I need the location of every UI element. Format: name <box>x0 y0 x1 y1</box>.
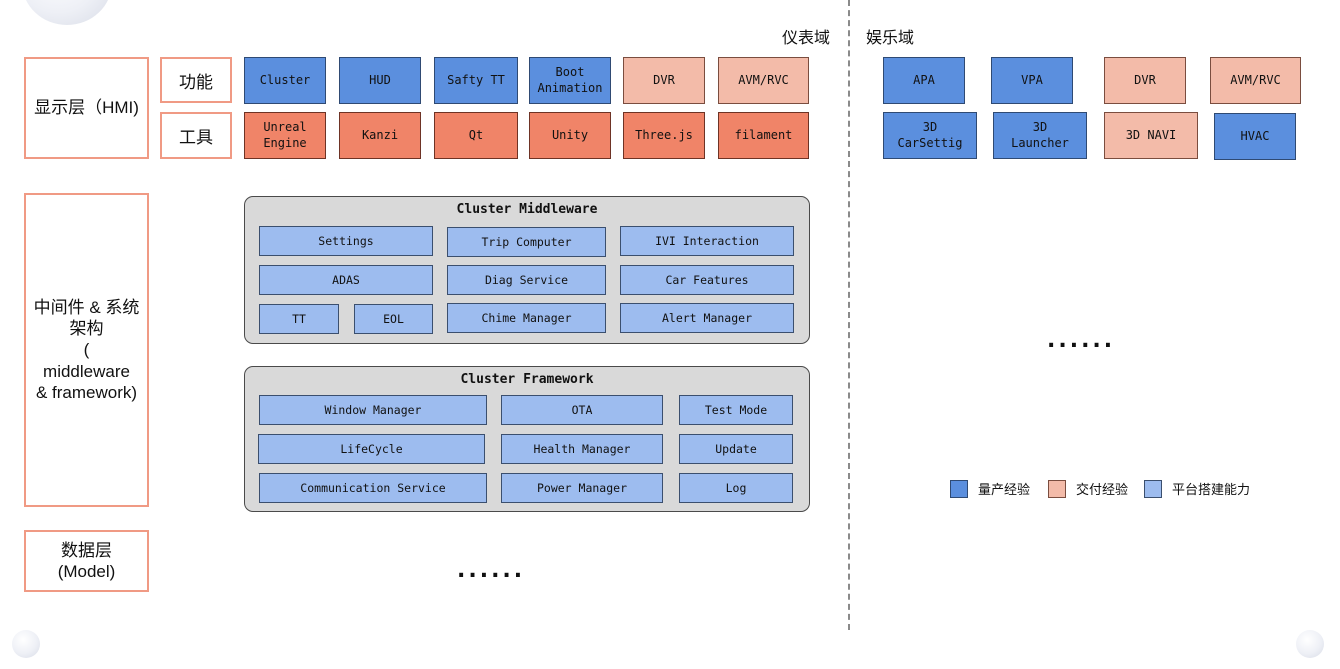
tool-kanzi: Kanzi <box>339 112 421 159</box>
fw-update: Update <box>679 434 793 464</box>
legend-label-delivery: 交付经验 <box>1076 482 1129 497</box>
ent-hvac: HVAC <box>1214 113 1296 160</box>
legend-label-mass-production: 量产经验 <box>978 482 1031 497</box>
mw-alert-manager: Alert Manager <box>620 303 794 333</box>
data-layer-label: 数据层 (Model) <box>24 530 149 592</box>
ent-3d-navi: 3D NAVI <box>1104 112 1198 159</box>
fw-test-mode: Test Mode <box>679 395 793 425</box>
ent-3d-launcher: 3D Launcher <box>993 112 1087 159</box>
ent-avm-rvc: AVM/RVC <box>1210 57 1301 104</box>
function-cluster: Cluster <box>244 57 326 104</box>
tool-qt: Qt <box>434 112 518 159</box>
tool-filament: filament <box>718 112 809 159</box>
hmi-layer-label: 显示层（HMI) <box>24 57 149 159</box>
fw-power-manager: Power Manager <box>501 473 663 503</box>
fw-lifecycle: LifeCycle <box>258 434 485 464</box>
tool-unity: Unity <box>529 112 611 159</box>
mw-eol: EOL <box>354 304 433 334</box>
ent-3d-carsetting: 3D CarSettig <box>883 112 977 159</box>
mw-adas: ADAS <box>259 265 433 295</box>
legend-item-delivery: 交付经验 <box>1048 479 1128 498</box>
mw-tt: TT <box>259 304 339 334</box>
fw-log: Log <box>679 473 793 503</box>
mw-car-features: Car Features <box>620 265 794 295</box>
ent-dvr: DVR <box>1104 57 1186 104</box>
function-boot-animation: Boot Animation <box>529 57 611 104</box>
tool-unreal-engine: Unreal Engine <box>244 112 326 159</box>
domain-divider <box>848 0 850 630</box>
entertainment-ellipsis: ...... <box>1047 328 1116 353</box>
corner-decoration-top <box>22 0 112 25</box>
function-dvr: DVR <box>623 57 705 104</box>
corner-decoration-bottom-left <box>12 630 40 658</box>
legend-item-mass-production: 量产经验 <box>950 479 1030 498</box>
legend-swatch-mass-production <box>950 479 968 498</box>
tool-threejs: Three.js <box>623 112 705 159</box>
cluster-domain-label: 仪表域 <box>782 30 831 47</box>
middleware-layer-label: 中间件 & 系统架构 ( middleware & framework) <box>24 193 149 507</box>
data-layer-ellipsis: ...... <box>457 558 526 583</box>
mw-chime-manager: Chime Manager <box>447 303 606 333</box>
mw-ivi-interaction: IVI Interaction <box>620 226 794 256</box>
fw-health-manager: Health Manager <box>501 434 663 464</box>
tools-row-label: 工具 <box>160 112 232 159</box>
legend-swatch-delivery <box>1048 479 1066 498</box>
fw-ota: OTA <box>501 395 663 425</box>
legend-swatch-platform <box>1144 479 1162 498</box>
fw-window-manager: Window Manager <box>259 395 487 425</box>
function-row-label: 功能 <box>160 57 232 103</box>
mw-diag-service: Diag Service <box>447 265 606 295</box>
legend-label-platform: 平台搭建能力 <box>1172 482 1251 497</box>
entertainment-domain-label: 娱乐域 <box>866 30 915 47</box>
corner-decoration-bottom-right <box>1296 630 1324 658</box>
cluster-middleware-title: Cluster Middleware <box>456 202 598 217</box>
legend-item-platform: 平台搭建能力 <box>1144 479 1250 498</box>
fw-communication-service: Communication Service <box>259 473 487 503</box>
function-hud: HUD <box>339 57 421 104</box>
mw-settings: Settings <box>259 226 433 256</box>
function-safety-tt: Safty TT <box>434 57 518 104</box>
cluster-framework-title: Cluster Framework <box>460 372 594 387</box>
ent-vpa: VPA <box>991 57 1073 104</box>
mw-trip-computer: Trip Computer <box>447 227 606 257</box>
ent-apa: APA <box>883 57 965 104</box>
function-avm-rvc: AVM/RVC <box>718 57 809 104</box>
